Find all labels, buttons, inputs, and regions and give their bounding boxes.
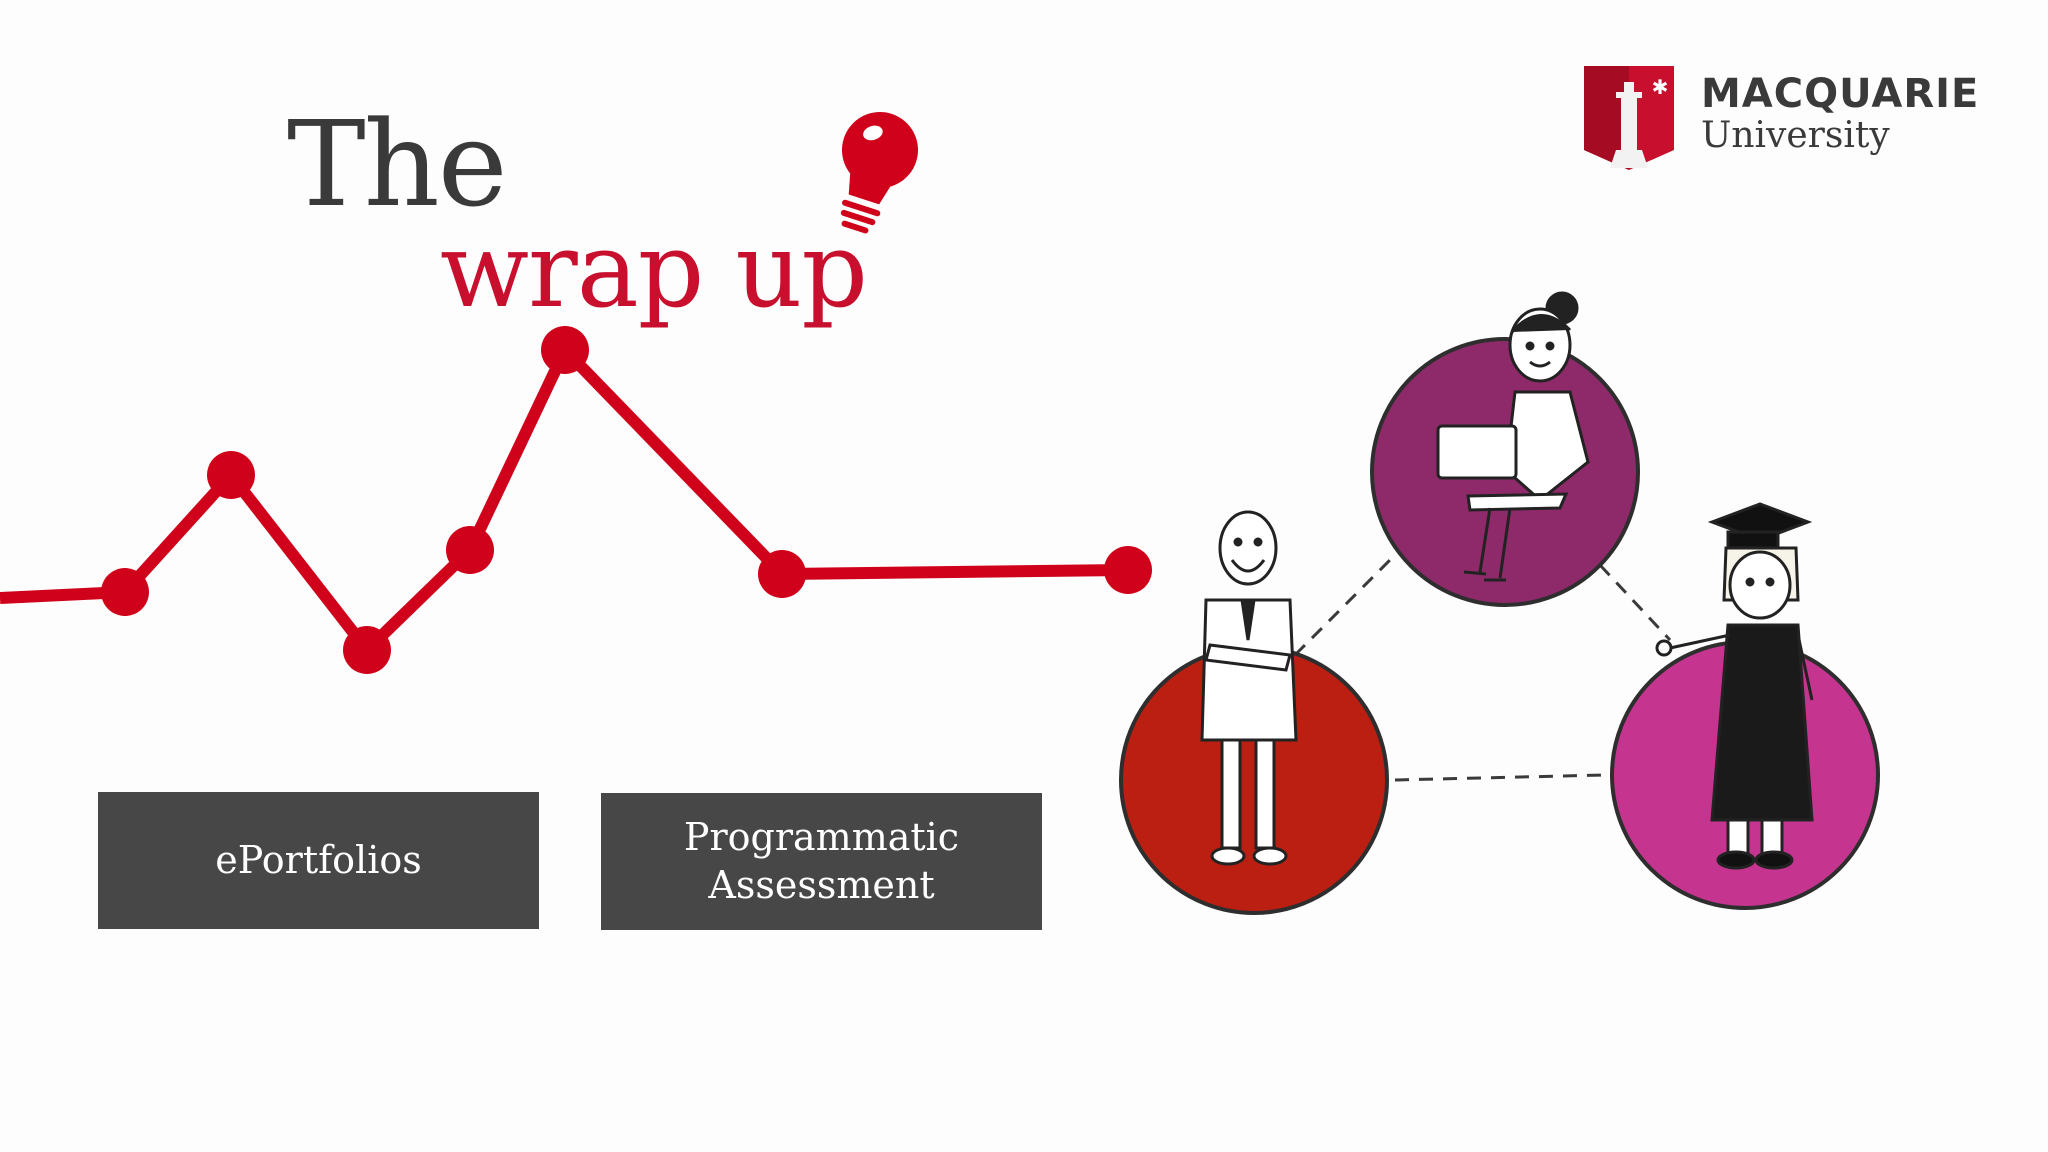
- graph-point: [101, 568, 149, 616]
- graph-point: [446, 526, 494, 574]
- logo-sub: University: [1701, 115, 1890, 156]
- graph-point: [541, 326, 589, 374]
- programmatic-assessment-label-2: Assessment: [708, 862, 935, 907]
- graph-point: [1104, 546, 1152, 594]
- graduate-figure: [1655, 502, 1814, 870]
- svg-text:✱: ✱: [1652, 75, 1669, 99]
- teacher-figure: [1200, 510, 1298, 866]
- logo-name: MACQUARIE: [1701, 71, 1980, 117]
- title-line-2: wrap up: [440, 209, 868, 331]
- programmatic-assessment-label-1: Programmatic: [683, 815, 960, 859]
- graph-point: [343, 626, 391, 674]
- line-graph: [0, 326, 1152, 674]
- professional-woman-figure: [1436, 291, 1590, 582]
- eportfolios-box: ePortfolios: [98, 792, 539, 929]
- title-line-1: The: [287, 95, 508, 233]
- eportfolios-label: ePortfolios: [215, 837, 422, 882]
- lighthouse-crest-icon: ✱: [1584, 66, 1674, 170]
- programmatic-assessment-box: Programmatic Assessment: [601, 793, 1042, 930]
- graph-point: [207, 451, 255, 499]
- lightbulb-icon: [840, 112, 918, 234]
- network-connectors: [1293, 553, 1672, 782]
- graph-point: [758, 550, 806, 598]
- university-logo: MACQUARIE University: [1701, 74, 1979, 156]
